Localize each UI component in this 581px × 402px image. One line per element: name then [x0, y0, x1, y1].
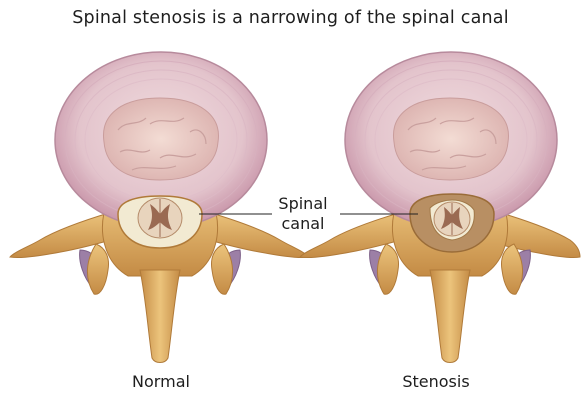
callout-line2: canal — [268, 214, 338, 234]
caption-normal: Normal — [81, 372, 241, 391]
caption-stenosis: Stenosis — [356, 372, 516, 391]
spinous-process — [430, 270, 470, 363]
spinous-process — [140, 270, 180, 363]
normal-vertebra — [10, 52, 309, 363]
stenosis-vertebra — [300, 52, 580, 363]
callout-line1: Spinal — [268, 194, 338, 214]
spinal-canal-label: Spinal canal — [268, 194, 338, 234]
